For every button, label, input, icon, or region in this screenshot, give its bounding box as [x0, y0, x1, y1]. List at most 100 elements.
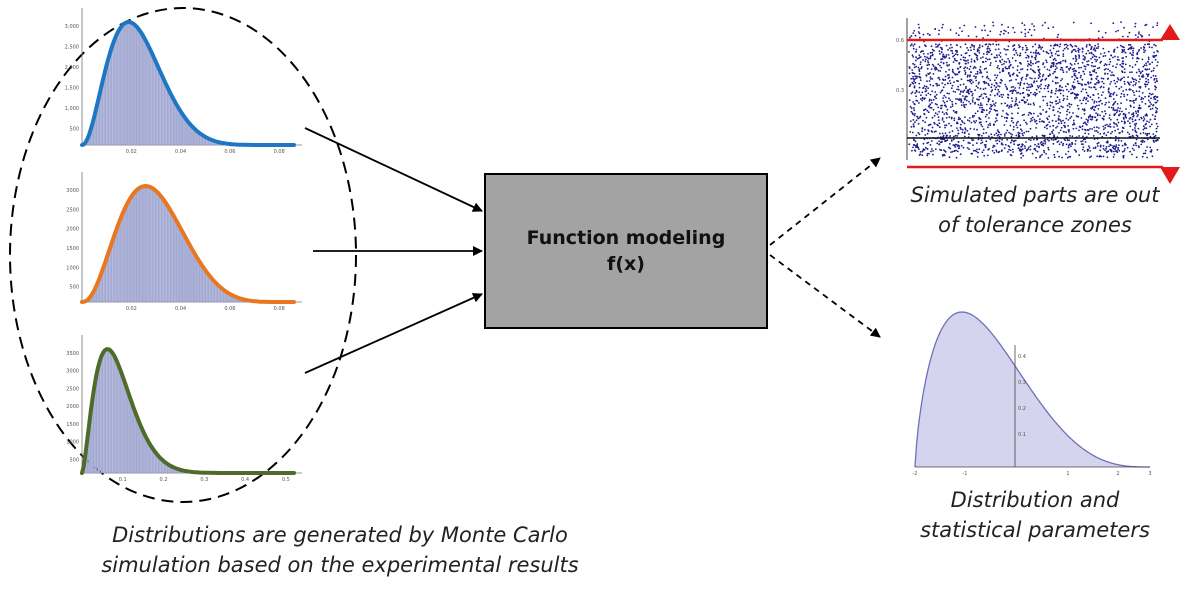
scatter-point	[1048, 107, 1051, 110]
scatter-point	[1052, 139, 1055, 141]
scatter-point	[1154, 85, 1156, 88]
scatter-point	[927, 60, 929, 62]
scatter-point	[1133, 123, 1136, 126]
scatter-point	[1102, 47, 1105, 50]
scatter-point	[915, 95, 917, 98]
scatter-point	[1156, 107, 1159, 110]
scatter-point	[1145, 77, 1147, 80]
scatter-point	[1086, 44, 1088, 46]
scatter-point	[1121, 51, 1123, 54]
scatter-point	[980, 134, 983, 137]
scatter-point	[979, 104, 982, 107]
scatter-point	[915, 119, 918, 122]
scatter-point	[1011, 92, 1014, 95]
scatter-point	[978, 133, 981, 136]
scatter-point	[951, 76, 954, 79]
scatter-point	[963, 67, 965, 70]
scatter-y-tick: 0.6	[896, 38, 904, 44]
scatter-point	[1077, 108, 1080, 110]
scatter-point	[1082, 88, 1084, 91]
scatter-point	[958, 116, 960, 119]
histogram-bar	[124, 22, 128, 146]
scatter-point	[932, 153, 934, 156]
scatter-point	[1140, 96, 1143, 99]
scatter-point	[972, 144, 974, 147]
scatter-point	[1086, 124, 1088, 126]
scatter-point	[969, 65, 972, 68]
scatter-point	[1012, 90, 1014, 93]
scatter-point	[1062, 99, 1065, 102]
scatter-point	[994, 120, 997, 123]
scatter-point	[1055, 59, 1057, 62]
scatter-point	[1145, 127, 1148, 130]
histogram-bar	[142, 185, 146, 303]
scatter-point	[1144, 24, 1147, 27]
scatter-point	[1018, 149, 1021, 152]
scatter-point	[990, 108, 993, 110]
scatter-point	[1024, 147, 1026, 150]
scatter-point	[935, 46, 937, 48]
scatter-point	[1020, 31, 1023, 34]
scatter-point	[913, 114, 916, 117]
scatter-point	[1003, 29, 1006, 32]
scatter-point	[1115, 144, 1118, 146]
scatter-point	[952, 135, 955, 138]
scatter-point	[908, 72, 911, 75]
scatter-point	[929, 106, 932, 109]
scatter-point	[915, 144, 917, 147]
scatter-point	[976, 148, 978, 151]
scatter-point	[1153, 67, 1155, 70]
scatter-point	[931, 131, 934, 133]
scatter-point	[925, 89, 928, 92]
scatter-point	[1123, 120, 1126, 123]
scatter-point	[1021, 132, 1024, 135]
scatter-point	[1054, 92, 1057, 95]
y-tick-label: 1,500	[65, 86, 79, 92]
scatter-point	[1110, 92, 1112, 95]
scatter-point	[951, 130, 954, 133]
scatter-point	[1074, 143, 1077, 145]
scatter-point	[1040, 113, 1042, 116]
scatter-point	[1009, 63, 1012, 66]
scatter-point	[1004, 83, 1007, 86]
scatter-point	[930, 45, 933, 48]
scatter-point	[1018, 101, 1021, 103]
scatter-point	[1138, 80, 1140, 83]
scatter-point	[1001, 149, 1003, 152]
scatter-point	[1107, 50, 1110, 53]
scatter-point	[951, 46, 953, 49]
scatter-point	[1082, 55, 1085, 57]
scatter-point	[1143, 64, 1146, 67]
scatter-point	[1087, 95, 1090, 97]
scatter-point	[1045, 59, 1047, 62]
scatter-point	[1092, 53, 1095, 56]
scatter-point	[1004, 66, 1007, 68]
histogram-bar	[176, 222, 179, 303]
scatter-point	[1014, 90, 1017, 92]
scatter-point	[1024, 32, 1027, 35]
scatter-point	[1018, 71, 1021, 74]
y-tick-label: 3000	[66, 369, 79, 375]
scatter-point	[1095, 78, 1098, 80]
scatter-point	[908, 66, 911, 68]
scatter-point	[1148, 95, 1150, 97]
scatter-point	[989, 64, 992, 67]
scatter-point	[1142, 132, 1145, 134]
scatter-point	[1155, 110, 1158, 112]
histogram-bar	[151, 55, 155, 146]
scatter-point	[1026, 82, 1029, 85]
scatter-point	[1007, 45, 1010, 48]
scatter-point	[1108, 91, 1110, 94]
scatter-point	[982, 53, 985, 55]
scatter-point	[945, 124, 948, 127]
scatter-point	[1150, 103, 1152, 105]
scatter-point	[1133, 94, 1136, 96]
scatter-point	[1146, 156, 1148, 159]
scatter-point	[1018, 148, 1021, 151]
scatter-point	[987, 126, 989, 129]
scatter-point	[1011, 139, 1013, 142]
scatter-point	[933, 49, 935, 52]
scatter-point	[1037, 60, 1040, 63]
scatter-point	[932, 98, 935, 101]
scatter-point	[939, 53, 941, 55]
